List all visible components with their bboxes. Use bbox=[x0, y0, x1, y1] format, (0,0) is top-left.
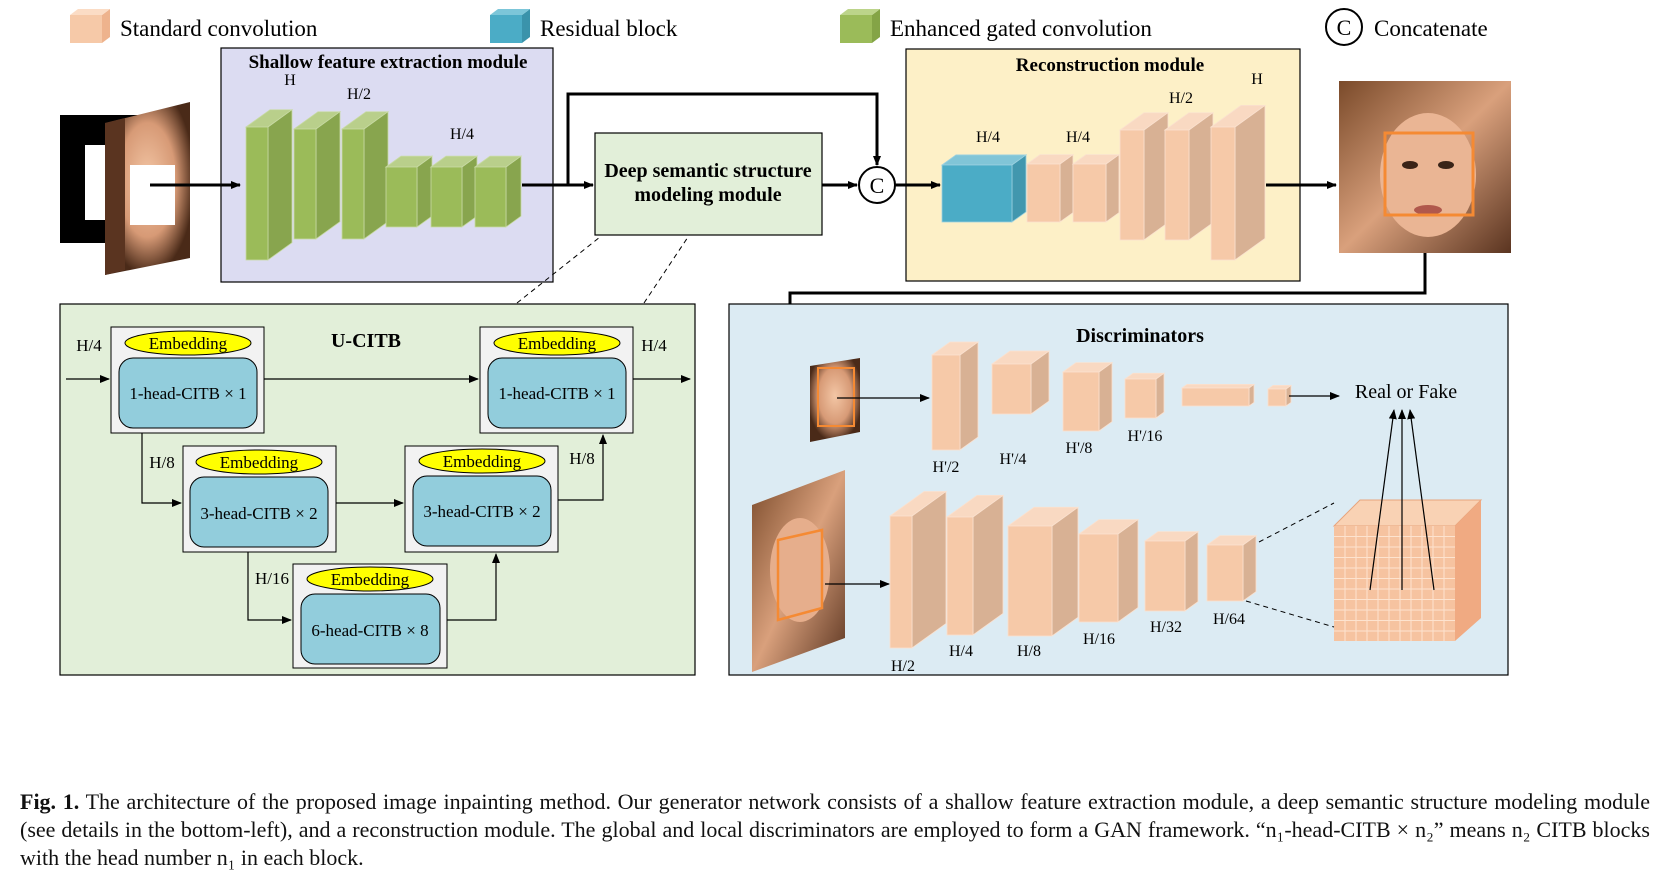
legend-enhanced-gated-conv-label: Enhanced gated convolution bbox=[890, 16, 1152, 41]
gated-conv-block-3 bbox=[340, 110, 390, 240]
legend-concat-icon bbox=[1325, 8, 1363, 46]
dssm-line1: Deep semantic structure bbox=[604, 160, 811, 182]
global-disc-input-image bbox=[752, 470, 845, 672]
embedding-label: Embedding bbox=[149, 334, 228, 353]
global-disc-block-3 bbox=[1006, 506, 1080, 637]
legend-residual-block-label: Residual block bbox=[540, 16, 678, 41]
local-disc-input-image bbox=[810, 358, 860, 442]
legend-enhanced-gated-conv-swatch bbox=[840, 9, 880, 43]
recon-conv-small-1 bbox=[1025, 153, 1075, 223]
local-disc-block-3 bbox=[1061, 361, 1114, 432]
gated-conv-block-5 bbox=[429, 155, 479, 228]
local-disc-block-2 bbox=[990, 350, 1051, 415]
embedding-label: Embedding bbox=[220, 453, 299, 472]
global-disc-block-6 bbox=[1205, 534, 1258, 602]
ucitb-h8-right-label: H/8 bbox=[569, 449, 595, 468]
shallow-label-h4: H/4 bbox=[450, 126, 474, 143]
discriminators-title: Discriminators bbox=[1076, 325, 1204, 347]
legend-residual-block-swatch bbox=[490, 9, 530, 43]
ucitb-input-label: H/4 bbox=[76, 336, 102, 355]
local-disc-block-4 bbox=[1123, 372, 1166, 419]
global-label-h4: H/4 bbox=[949, 643, 973, 660]
global-discriminator-blocks bbox=[888, 490, 1258, 649]
legend-concat-symbol: C bbox=[1337, 15, 1352, 40]
recon-label-h4-a: H/4 bbox=[976, 129, 1000, 146]
recon-label-h2: H/2 bbox=[1169, 90, 1193, 107]
dssm-detail-dash-right bbox=[643, 236, 689, 304]
local-label-h16: H'/16 bbox=[1128, 428, 1163, 445]
legend-standard-conv-label: Standard convolution bbox=[120, 16, 318, 41]
residual-block bbox=[940, 154, 1028, 223]
global-disc-block-1 bbox=[888, 490, 948, 649]
architecture-diagram: Standard convolution Residual block Enha… bbox=[59, 8, 1511, 676]
global-disc-block-2 bbox=[945, 494, 1005, 636]
legend-standard-conv-swatch bbox=[70, 9, 110, 43]
global-disc-block-5 bbox=[1143, 530, 1200, 612]
discriminator-arrows bbox=[825, 392, 1435, 628]
local-label-h4: H'/4 bbox=[1000, 451, 1027, 468]
citb-unit-1-right: Embedding 1-head-CITB × 1 bbox=[479, 326, 634, 434]
embedding-label: Embedding bbox=[518, 334, 597, 353]
global-disc-block-4 bbox=[1077, 518, 1140, 623]
concat-node-symbol: C bbox=[870, 173, 885, 198]
recon-conv-large-2 bbox=[1163, 111, 1215, 241]
recon-conv-small-2 bbox=[1071, 153, 1121, 223]
ucitb-h16-label: H/16 bbox=[255, 569, 289, 588]
citb-block-label: 1-head-CITB × 1 bbox=[129, 384, 246, 403]
real-or-fake-label: Real or Fake bbox=[1355, 381, 1457, 403]
citb-block-label: 3-head-CITB × 2 bbox=[200, 504, 317, 523]
global-label-h16: H/16 bbox=[1083, 631, 1115, 648]
output-image bbox=[1339, 81, 1511, 253]
local-disc-block-5 bbox=[1180, 383, 1256, 407]
shallow-label-h: H bbox=[284, 72, 296, 89]
citb-unit-3-right: Embedding 3-head-CITB × 2 bbox=[404, 445, 559, 553]
global-label-h32: H/32 bbox=[1150, 619, 1182, 636]
recon-label-h4-b: H/4 bbox=[1066, 129, 1090, 146]
global-label-h8: H/8 bbox=[1017, 643, 1041, 660]
global-label-h2: H/2 bbox=[891, 658, 915, 675]
dssm-box bbox=[594, 132, 823, 236]
figure-caption: Fig. 1. The architecture of the proposed… bbox=[20, 788, 1650, 872]
ucitb-h8-left-label: H/8 bbox=[149, 453, 175, 472]
caption-text: The architecture of the proposed image i… bbox=[20, 789, 1650, 870]
local-discriminator-blocks bbox=[930, 341, 1293, 451]
gated-conv-block-4 bbox=[384, 155, 434, 228]
citb-unit-1-left: Embedding 1-head-CITB × 1 bbox=[110, 326, 265, 434]
shallow-label-h2: H/2 bbox=[347, 86, 371, 103]
reconstruction-conv-blocks bbox=[940, 104, 1267, 261]
embedding-label: Embedding bbox=[443, 452, 522, 471]
legend-concatenate-label: Concatenate bbox=[1374, 16, 1488, 41]
patch-output-grid bbox=[1332, 499, 1483, 641]
caption-fig-label: Fig. 1. bbox=[20, 789, 80, 814]
local-label-h2: H'/2 bbox=[933, 459, 960, 476]
citb-unit-6: Embedding 6-head-CITB × 8 bbox=[292, 563, 448, 669]
ucitb-arrows bbox=[66, 375, 691, 624]
ucitb-title: U-CITB bbox=[331, 330, 401, 352]
local-disc-block-1 bbox=[930, 341, 980, 451]
reconstruction-title: Reconstruction module bbox=[1016, 55, 1204, 76]
citb-block-label: 3-head-CITB × 2 bbox=[423, 502, 540, 521]
gated-conv-block-6 bbox=[473, 155, 523, 228]
dssm-line2: modeling module bbox=[634, 184, 781, 206]
recon-label-h: H bbox=[1251, 71, 1263, 88]
citb-block-label: 6-head-CITB × 8 bbox=[311, 621, 428, 640]
global-label-h64: H/64 bbox=[1213, 611, 1245, 628]
shallow-module-title: Shallow feature extraction module bbox=[249, 52, 528, 73]
legend: Standard convolution Residual block Enha… bbox=[70, 8, 1488, 46]
input-masked-image bbox=[60, 102, 190, 275]
recon-conv-large-3 bbox=[1209, 104, 1267, 261]
citb-unit-3-left: Embedding 3-head-CITB × 2 bbox=[182, 445, 337, 553]
gated-conv-block-2 bbox=[292, 110, 342, 240]
citb-block-label: 1-head-CITB × 1 bbox=[498, 384, 615, 403]
local-label-h8: H'/8 bbox=[1066, 440, 1093, 457]
shallow-conv-blocks bbox=[244, 108, 523, 261]
embedding-label: Embedding bbox=[331, 570, 410, 589]
gated-conv-block-1 bbox=[244, 108, 294, 261]
recon-conv-large-1 bbox=[1118, 111, 1170, 241]
ucitb-output-label: H/4 bbox=[641, 336, 667, 355]
local-disc-block-6 bbox=[1266, 384, 1293, 407]
